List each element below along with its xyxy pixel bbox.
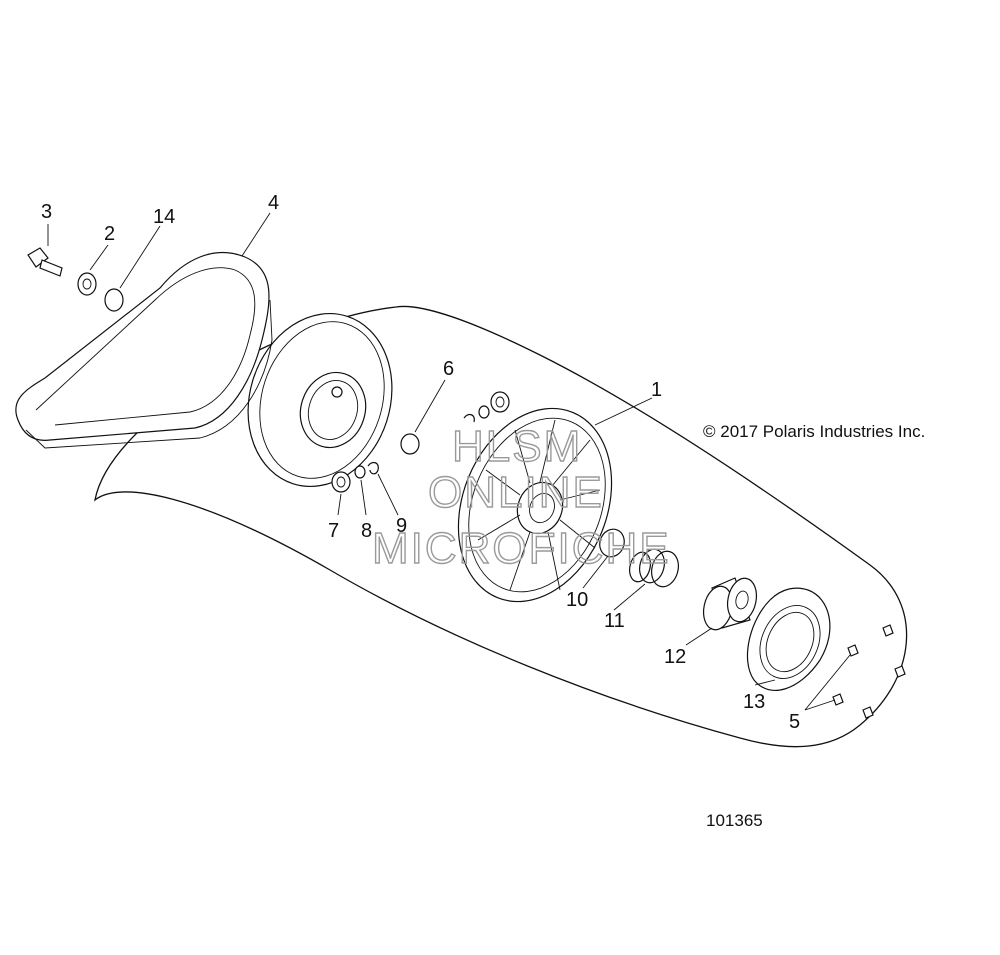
callout-12: 12 xyxy=(664,646,686,668)
callout-11: 11 xyxy=(604,610,625,632)
copyright-text: © 2017 Polaris Industries Inc. xyxy=(703,422,925,441)
seal-plate-part-13 xyxy=(746,587,831,691)
callout-4: 4 xyxy=(268,192,279,214)
watermark-line-2: ONLINE xyxy=(428,468,604,517)
callout-1: 1 xyxy=(651,379,662,401)
washer-part-8 xyxy=(354,465,366,479)
callout-13: 13 xyxy=(743,691,765,713)
drive-belt xyxy=(15,251,273,449)
bolt-part-3 xyxy=(27,247,63,277)
callout-7: 7 xyxy=(328,520,339,542)
leader-lines xyxy=(47,212,851,711)
figure-number: 101365 xyxy=(706,811,763,830)
washer-part-2 xyxy=(77,272,97,296)
clip-part-9 xyxy=(367,461,379,475)
watermark-line-1: HLSM xyxy=(452,422,582,471)
watermark: HLSM ONLINE MICROFICHE xyxy=(371,421,671,573)
watermark-line-3: MICROFICHE xyxy=(372,524,671,573)
callouts: 3 2 14 4 6 1 7 8 9 10 11 12 13 5 xyxy=(41,192,800,733)
oring-part-10 xyxy=(599,528,625,558)
driven-sheave xyxy=(457,407,613,603)
cover-outline xyxy=(94,305,908,748)
callout-2: 2 xyxy=(104,223,115,245)
callout-3: 3 xyxy=(41,201,52,223)
oring-part-14 xyxy=(104,288,124,312)
cup-part-12 xyxy=(702,577,758,631)
drive-sheave xyxy=(247,312,393,488)
oring-part-6 xyxy=(400,433,420,455)
screws-part-5 xyxy=(832,624,906,719)
callout-14: 14 xyxy=(153,206,175,228)
bushing-part-7 xyxy=(331,471,351,493)
callout-9: 9 xyxy=(396,515,407,537)
spring-part-11 xyxy=(628,548,679,588)
callout-6: 6 xyxy=(443,358,454,380)
callout-10: 10 xyxy=(566,589,588,611)
callout-8: 8 xyxy=(361,520,372,542)
callout-5: 5 xyxy=(789,711,800,733)
